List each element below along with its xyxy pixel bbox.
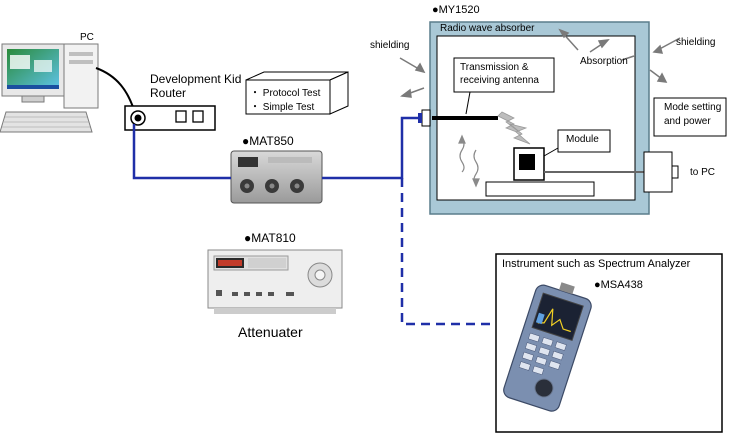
pc-router-cable [95,67,135,111]
shielding-left-label: shielding [370,40,410,51]
my1520-label: ●MY1520 [432,4,480,16]
router-label: Router [150,86,187,100]
mode-label-box [653,97,727,137]
msa438-device [503,282,592,412]
shielding-right-label: shielding [676,37,716,48]
module-label: Module [566,134,599,145]
simple-test-label: ・ Simple Test [250,102,315,113]
mode-setting-unit [643,151,679,193]
antenna-label-line2: receiving antenna [460,75,539,86]
mat850-chamber-cable [322,116,422,180]
router-device [124,105,216,131]
msa438-label: ●MSA438 [594,279,643,291]
antenna-label-line1: Transmission & [460,62,529,73]
to-pc-label: to PC [690,167,716,178]
spectrum-dashed-cable [400,178,502,326]
pc-icon [0,43,99,133]
wave-arrows [458,134,480,188]
antenna-label-box [453,57,555,93]
chamber-connector [418,109,431,127]
attenuater-label: Attenuater [238,324,303,340]
dev-kit-label: Development Kid [150,72,242,86]
mat810-label: ●MAT810 [244,231,296,245]
router-mat850-cable [132,124,231,180]
radio-wave-absorber-label: Radio wave absorber [440,23,535,34]
spectrum-title: Instrument such as Spectrum Analyzer [502,258,691,270]
mat810-device [207,249,343,314]
shielding-arrows [399,28,681,98]
module-device [485,129,611,197]
protocol-test-box [245,71,349,115]
absorption-label: Absorption [580,56,628,67]
protocol-test-label: ・ Protocol Test [250,88,321,99]
mode-label-line2: and power [664,116,711,127]
pc-label: PC [80,32,94,43]
lightning-icon [497,111,531,145]
mat850-device [230,150,323,204]
mode-label-line1: Mode setting [664,102,722,113]
mat850-label: ●MAT850 [242,134,294,148]
